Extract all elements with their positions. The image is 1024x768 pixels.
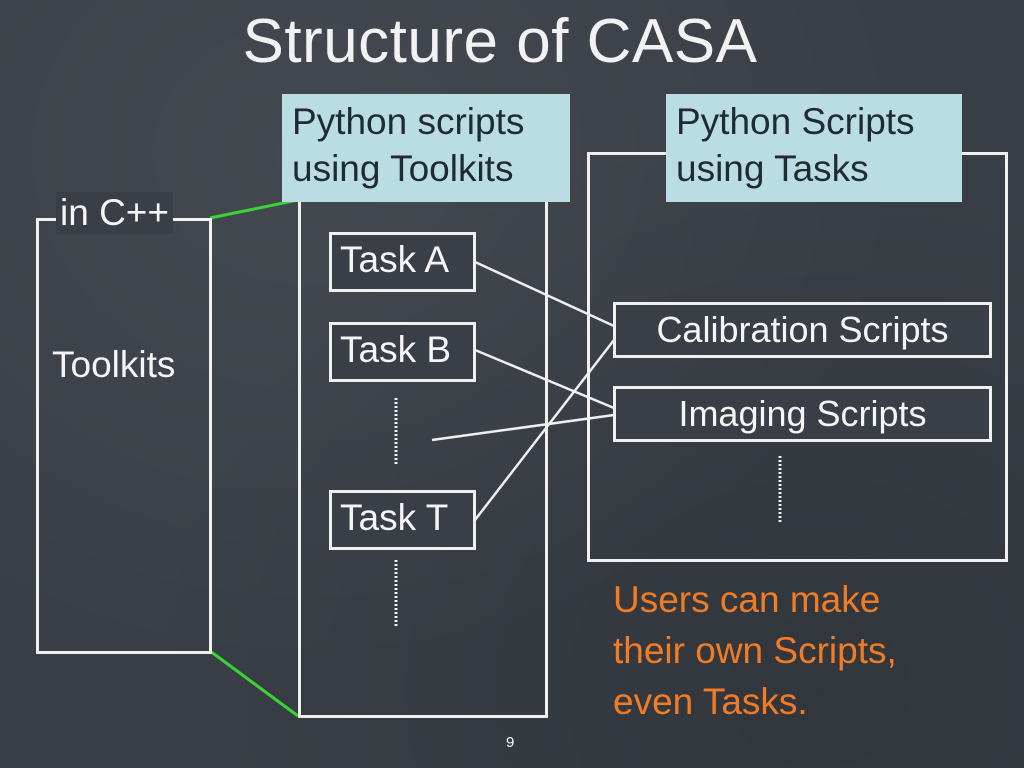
toolkits-label: Toolkits <box>52 344 176 385</box>
link-taskA-calibration <box>474 260 615 328</box>
cpp-label: in C++ <box>56 192 174 234</box>
imaging-scripts-box: Imaging Scripts <box>613 386 992 442</box>
users-note-line2: their own Scripts, <box>613 630 897 671</box>
users-note-line1: Users can make <box>613 579 881 620</box>
link-dots-imaging <box>431 413 615 442</box>
task-b-box: Task B <box>329 322 476 382</box>
users-note-line3: even Tasks. <box>613 681 808 722</box>
calibration-scripts-box: Calibration Scripts <box>613 302 992 358</box>
python-tasks-line2: using Tasks <box>676 148 869 189</box>
task-t-box: Task T <box>329 490 476 550</box>
green-connector-top <box>209 198 299 220</box>
python-toolkits-line1: Python scripts <box>292 101 525 142</box>
python-toolkits-callout: Python scripts using Toolkits <box>282 94 570 202</box>
slide-title: Structure of CASA <box>242 7 758 76</box>
users-note: Users can make their own Scripts, even T… <box>613 574 1013 727</box>
task-a-box: Task A <box>329 232 476 292</box>
python-tasks-callout: Python Scripts using Tasks <box>666 94 962 202</box>
link-taskB-imaging <box>474 348 615 410</box>
python-toolkits-line2: using Toolkits <box>292 148 514 189</box>
link-taskT-calibration <box>474 339 615 521</box>
page-number: 9 <box>506 734 515 751</box>
python-tasks-line1: Python Scripts <box>676 101 915 142</box>
green-connector-bottom <box>209 649 299 718</box>
cpp-toolkits-box <box>36 218 212 654</box>
